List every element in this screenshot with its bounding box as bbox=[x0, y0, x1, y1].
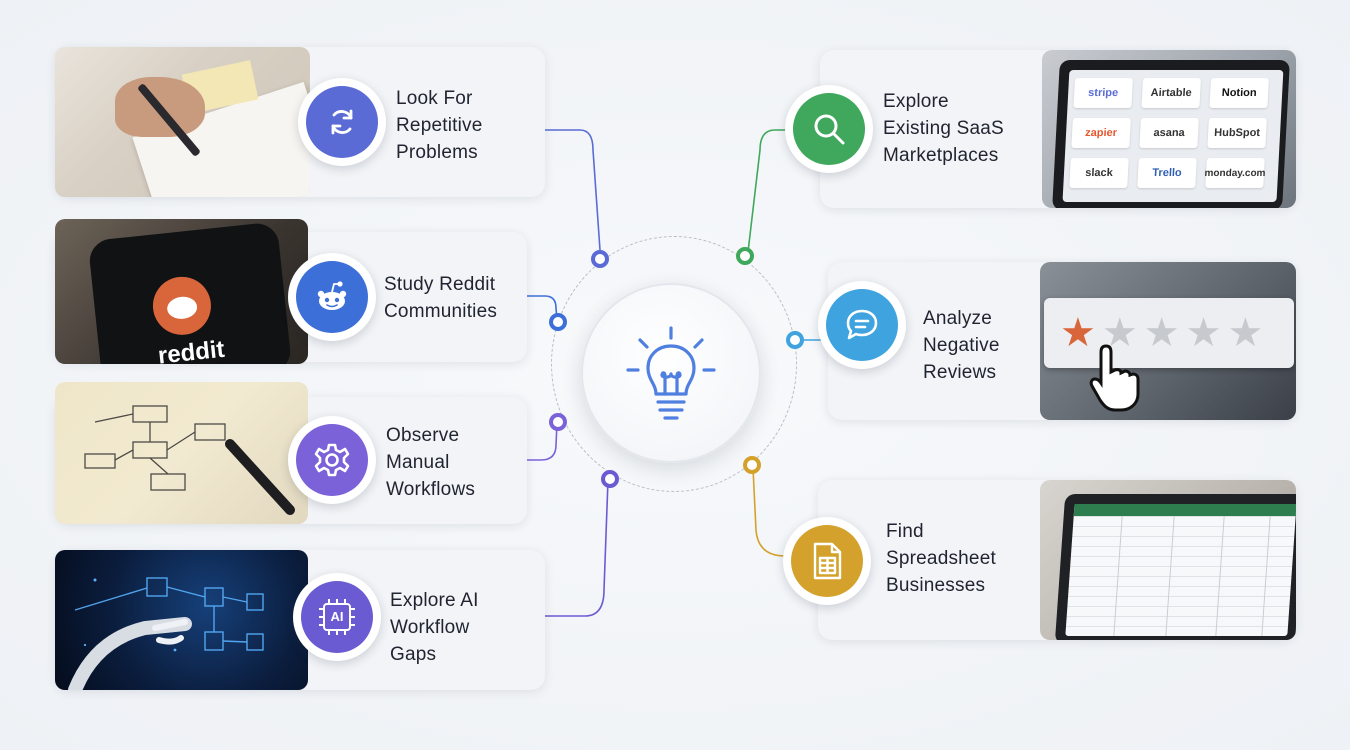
badge-reddit bbox=[288, 253, 376, 341]
search-icon bbox=[814, 114, 845, 145]
card-spreadsheet-businesses: Find Spreadsheet Businesses bbox=[783, 480, 1296, 640]
ai-chip-text: AI bbox=[330, 609, 344, 624]
flowchart-sketch-photo bbox=[55, 382, 308, 524]
card-ai-workflow-gaps: AI Explore AI Workflow Gaps bbox=[55, 550, 545, 690]
circuit-graphic bbox=[68, 577, 264, 690]
connector-saas bbox=[747, 129, 790, 253]
refresh-icon bbox=[331, 109, 353, 135]
notebook-writing-photo bbox=[55, 47, 310, 197]
chat-bubble-icon bbox=[846, 309, 878, 340]
star-empty: ★★★★ bbox=[1101, 311, 1270, 355]
badge-saas bbox=[785, 85, 873, 173]
star-filled: ★ bbox=[1060, 311, 1102, 355]
logo-airtable: Airtable bbox=[1141, 78, 1201, 108]
logo-stripe: stripe bbox=[1073, 78, 1133, 108]
logo-slack: slack bbox=[1069, 158, 1129, 188]
logo-hubspot: HubSpot bbox=[1207, 118, 1267, 148]
badge-spreadsheet bbox=[783, 517, 871, 605]
card-repetitive-problems: Look For Repetitive Problems bbox=[55, 47, 545, 197]
logo-monday: monday.com bbox=[1204, 158, 1266, 188]
label-reviews: Analyze Negative Reviews bbox=[923, 308, 1000, 383]
node-workflows bbox=[549, 413, 567, 431]
badge-repetitive bbox=[298, 78, 386, 166]
connector-ai bbox=[545, 479, 609, 617]
ai-chip-icon: AI bbox=[319, 599, 355, 635]
gear-icon bbox=[314, 443, 350, 477]
node-reviews bbox=[786, 331, 804, 349]
pointer-hand-icon bbox=[1089, 344, 1140, 412]
logo-notion: Notion bbox=[1209, 78, 1269, 108]
node-ai bbox=[601, 470, 619, 488]
label-reddit: Study Reddit Communities bbox=[384, 274, 498, 322]
hub-dashed-ring bbox=[551, 236, 797, 492]
hub-lightbulb bbox=[581, 283, 761, 463]
label-repetitive: Look For Repetitive Problems bbox=[396, 88, 483, 163]
spreadsheet-laptop-photo bbox=[1040, 480, 1296, 640]
flowchart-sketch bbox=[84, 405, 295, 515]
badge-ai: AI bbox=[293, 573, 381, 661]
reddit-wordmark: reddit bbox=[156, 335, 226, 364]
badge-reviews bbox=[818, 281, 906, 369]
node-saas bbox=[736, 247, 754, 265]
connector-repetitive bbox=[545, 129, 601, 251]
node-repetitive bbox=[591, 250, 609, 268]
card-saas-marketplaces: stripe Airtable Notion zapier asana HubS… bbox=[785, 50, 1296, 208]
star-rating-photo: ★★★★★ bbox=[1040, 262, 1296, 420]
label-ai: Explore AI Workflow Gaps bbox=[390, 590, 479, 665]
reddit-icon bbox=[317, 281, 347, 310]
node-reddit bbox=[549, 313, 567, 331]
reddit-phone-photo: reddit bbox=[55, 219, 308, 364]
star-rating: ★★★★★ bbox=[1060, 310, 1269, 356]
logo-asana: asana bbox=[1139, 118, 1199, 148]
logo-trello: Trello bbox=[1137, 158, 1197, 188]
label-workflows: Observe Manual Workflows bbox=[386, 425, 476, 500]
node-spreadsheet bbox=[743, 456, 761, 474]
saas-logos-laptop-photo: stripe Airtable Notion zapier asana HubS… bbox=[1042, 50, 1296, 208]
logo-zapier: zapier bbox=[1071, 118, 1131, 148]
card-reddit-communities: reddit Study Reddit Communities bbox=[55, 219, 527, 364]
card-negative-reviews: ★★★★★ Analyze Negative Reviews bbox=[818, 262, 1296, 420]
connector-reddit bbox=[527, 295, 558, 321]
connector-workflows bbox=[527, 422, 558, 461]
label-spreadsheet: Find Spreadsheet Businesses bbox=[886, 521, 996, 596]
lightbulb-icon bbox=[626, 326, 716, 420]
robot-hand-photo bbox=[55, 550, 308, 690]
badge-workflows bbox=[288, 416, 376, 504]
spreadsheet-icon bbox=[813, 542, 842, 580]
card-manual-workflows: Observe Manual Workflows bbox=[55, 382, 527, 524]
label-saas: Explore Existing SaaS Marketplaces bbox=[883, 91, 1004, 166]
